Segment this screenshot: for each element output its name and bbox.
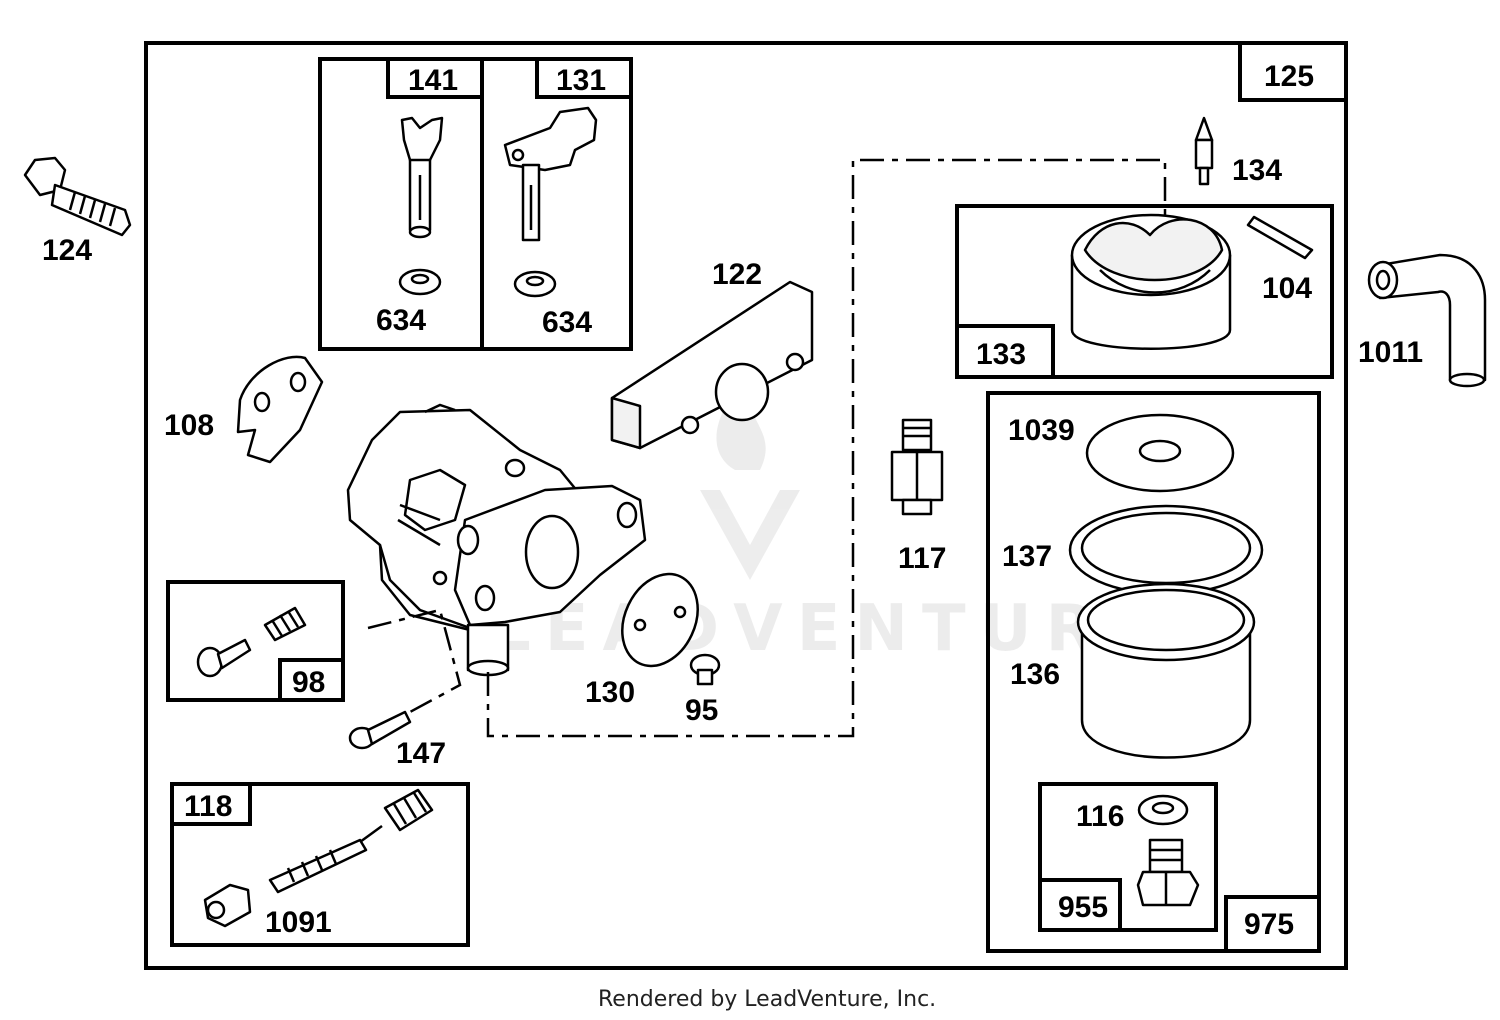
footer-credit: Rendered by LeadVenture, Inc. bbox=[598, 987, 936, 1012]
watermark-text: LEADVENTURE bbox=[490, 592, 1167, 666]
screw-95 bbox=[689, 653, 721, 686]
part-label-1039: 1039 bbox=[1008, 414, 1075, 447]
needle-1091 bbox=[268, 824, 383, 894]
box-label-133: 133 bbox=[976, 338, 1026, 371]
washer-634-right bbox=[513, 270, 557, 298]
fitting-117 bbox=[890, 418, 944, 516]
part-label-634-right: 634 bbox=[542, 306, 592, 339]
spring-98 bbox=[263, 606, 307, 642]
needle-134 bbox=[1194, 116, 1214, 186]
part-label-117: 117 bbox=[898, 542, 946, 575]
screw-147 bbox=[348, 710, 412, 750]
part-label-108: 108 bbox=[164, 409, 214, 442]
bolt-955 bbox=[1136, 838, 1200, 907]
main-frame bbox=[144, 41, 1348, 970]
part-label-1091: 1091 bbox=[265, 906, 332, 939]
float-133 bbox=[1070, 213, 1232, 350]
part-label-104: 104 bbox=[1262, 272, 1312, 305]
box-label-141: 141 bbox=[408, 64, 458, 97]
throttle-shaft-part bbox=[503, 106, 598, 242]
plate-130 bbox=[621, 572, 699, 668]
box-118: 118 bbox=[170, 782, 470, 947]
box-141-131: 141 131 634 634 bbox=[318, 57, 633, 351]
screw-98 bbox=[196, 638, 252, 678]
plate-108 bbox=[236, 355, 324, 464]
box-955: 955 bbox=[1038, 782, 1218, 932]
cap-1091 bbox=[203, 883, 252, 928]
part-label-137: 137 bbox=[1002, 540, 1052, 573]
washer-116 bbox=[1137, 794, 1189, 826]
part-label-124: 124 bbox=[42, 234, 92, 267]
box-label-118: 118 bbox=[184, 790, 232, 823]
box-label-125: 125 bbox=[1264, 60, 1314, 93]
part-label-130: 130 bbox=[585, 676, 635, 709]
gasket-1039 bbox=[1085, 413, 1235, 493]
box-975: 975 1039 137 136 955 bbox=[986, 391, 1321, 953]
bowl-136 bbox=[1076, 582, 1256, 759]
box-133: 133 bbox=[955, 204, 1334, 379]
part-label-1011: 1011 bbox=[1358, 336, 1423, 369]
box-label-131: 131 bbox=[556, 64, 606, 97]
carburetor-body bbox=[346, 403, 647, 677]
spring-1091 bbox=[383, 788, 434, 832]
box-98: 98 bbox=[166, 580, 345, 702]
part-label-95: 95 bbox=[685, 694, 718, 727]
box-label-98: 98 bbox=[292, 666, 325, 699]
spacer-122 bbox=[610, 280, 814, 450]
oring-137 bbox=[1068, 504, 1264, 596]
part-label-116: 116 bbox=[1076, 800, 1124, 833]
choke-shaft-part bbox=[400, 116, 444, 239]
part-label-136: 136 bbox=[1010, 658, 1060, 691]
part-label-634-left: 634 bbox=[376, 304, 426, 337]
box-label-975: 975 bbox=[1244, 908, 1294, 941]
part-label-134: 134 bbox=[1232, 154, 1282, 187]
box-label-955: 955 bbox=[1058, 891, 1108, 924]
part-label-122: 122 bbox=[712, 258, 762, 291]
washer-634-left bbox=[398, 268, 442, 296]
bolt-124 bbox=[23, 156, 132, 237]
pin-104 bbox=[1246, 215, 1314, 260]
hose-1011 bbox=[1367, 253, 1487, 388]
part-label-147: 147 bbox=[396, 737, 446, 770]
